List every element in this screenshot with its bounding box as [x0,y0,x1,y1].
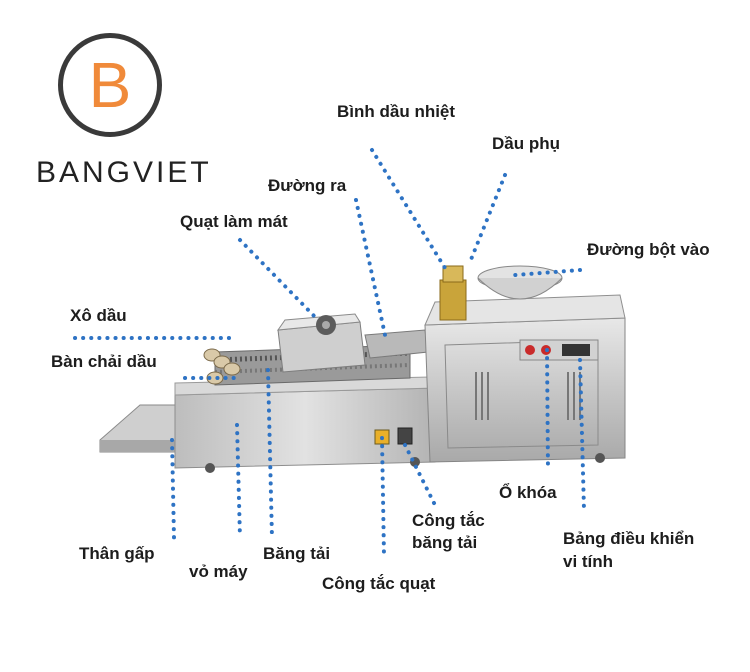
label-fan-switch: Công tắc quạt [322,574,436,593]
brand-name: BANGVIET [36,156,212,189]
machine-body [174,387,436,469]
folding-tray-edge [100,440,175,452]
label-dough-inlet: Đường bột vào [587,240,710,259]
cabinet-vents [475,372,581,420]
power-switch [525,345,535,355]
cabinet-top [424,294,626,326]
label-oil-bucket: Xô dầu [70,306,127,325]
conveyor-switch-box [397,427,413,445]
label-control-panel-line2: vi tính [563,552,614,571]
digital-display [562,344,590,356]
leader-lines [73,148,586,558]
label-auxiliary-oil: Dầu phụ [492,134,560,153]
label-cooling-fan: Quạt làm mát [180,212,288,231]
label-outlet: Đường ra [268,176,347,195]
label-conveyor: Băng tải [263,544,331,563]
outlet-chute [364,329,429,359]
logo-ring: B [58,33,162,137]
label-conveyor-switch-line1: Công tắc [412,511,485,530]
label-lock: Ổ khóa [499,483,557,502]
label-conveyor-switch-line2: băng tải [412,533,478,552]
oil-tank [439,279,467,321]
label-thermal-oil-tank: Bình dầu nhiệt [337,102,456,121]
label-oil-brush: Bàn chải dầu [51,352,157,371]
label-folding-body: Thân gấp [79,544,155,563]
label-machine-casing: vỏ máy [189,562,248,581]
logo-letter: B [88,49,132,121]
oil-brush-rollers [203,348,241,385]
label-control-panel-line1: Bảng điều khiển [563,529,695,548]
